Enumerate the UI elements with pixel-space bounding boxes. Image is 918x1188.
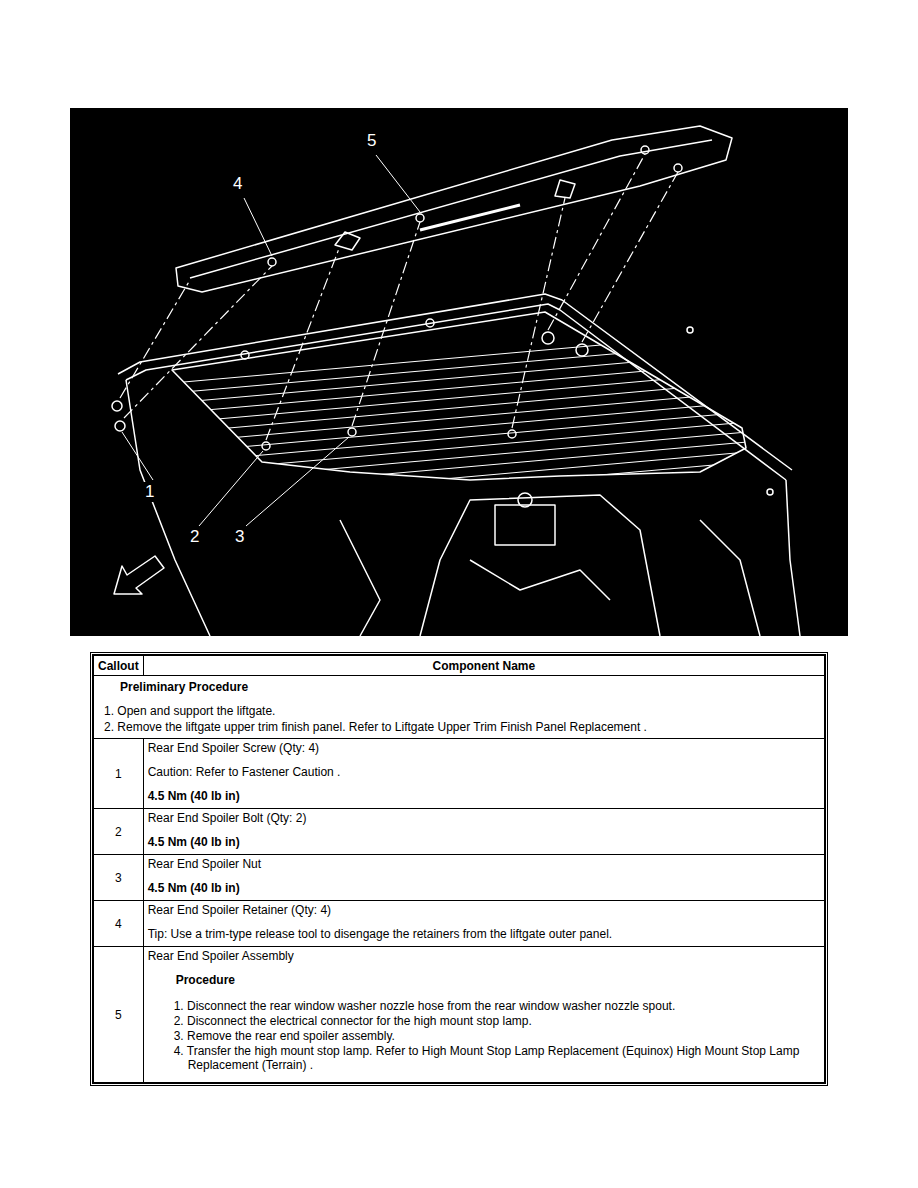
callout-number: 2	[98, 825, 139, 839]
screw	[115, 421, 125, 431]
table-text: Procedure	[148, 973, 820, 987]
screw	[576, 344, 588, 356]
callout-number: 3	[233, 527, 246, 547]
figure-ground	[70, 108, 848, 636]
table-text: 2. Remove the liftgate upper trim finish…	[98, 720, 820, 734]
table-text: Preliminary Procedure	[98, 680, 820, 694]
table-text: 2. Disconnect the electrical connector f…	[148, 1014, 820, 1028]
table-cell: Rear End Spoiler AssemblyProcedure 1. Dis…	[143, 947, 824, 1083]
rear-window	[172, 312, 746, 480]
inner-panel	[700, 520, 760, 636]
table-text: Caution: Refer to Fastener Caution .	[148, 765, 820, 779]
callout-number: 3	[98, 871, 139, 885]
table-cell: 1	[94, 739, 144, 809]
table-row: 4 Rear End Spoiler Retainer (Qty: 4) Tip: …	[94, 901, 825, 947]
defroster-lines	[150, 330, 770, 535]
hole	[426, 319, 434, 327]
table-text: Rear End Spoiler Screw (Qty: 4)	[148, 741, 820, 755]
hole	[767, 489, 773, 495]
table-text: Rear End Spoiler Retainer (Qty: 4)	[148, 903, 820, 917]
table-row: Preliminary Procedure 1. Open and support…	[94, 676, 825, 739]
spoiler-edge	[190, 140, 712, 278]
callout-number: 2	[188, 527, 201, 547]
table-cell: Rear End Spoiler Screw (Qty: 4) Caution: …	[143, 739, 824, 809]
front-arrow	[114, 556, 164, 594]
table-text: Component Name	[148, 659, 820, 673]
table-text: 4. Transfer the high mount stop lamp. Re…	[148, 1044, 820, 1072]
hole	[687, 327, 693, 333]
table-cell: 3	[94, 855, 144, 901]
component-table: Callout Component NamePreliminary Procedu…	[90, 652, 828, 1086]
table-text: Rear End Spoiler Nut	[148, 857, 820, 871]
table-row: 5 Rear End Spoiler AssemblyProcedure 1. Di…	[94, 947, 825, 1083]
wiper-motor	[470, 560, 610, 600]
table-text: 1. Disconnect the rear window washer noz…	[148, 999, 820, 1013]
table-cell: Rear End Spoiler Nut 4.5 Nm (40 lb in)	[143, 855, 824, 901]
inner-panel	[420, 495, 660, 636]
table-row: 1 Rear End Spoiler Screw (Qty: 4) Caution:…	[94, 739, 825, 809]
inner-panel	[340, 520, 380, 636]
latch	[495, 505, 555, 545]
liftgate-side	[786, 480, 800, 636]
table-text: 4.5 Nm (40 lb in)	[148, 835, 820, 849]
callout-number: 4	[231, 174, 244, 194]
table-cell: 2	[94, 809, 144, 855]
bolt	[508, 430, 516, 438]
retainer	[416, 214, 424, 222]
table-cell: 4	[94, 901, 144, 947]
table-cell: Component Name	[143, 656, 824, 676]
table-row: 3 Rear End Spoiler Nut 4.5 Nm (40 lb in)	[94, 855, 825, 901]
retainer	[268, 258, 276, 266]
washer-nozzle	[518, 493, 532, 507]
screw	[112, 401, 122, 411]
spoiler-clip	[335, 232, 360, 250]
spoiler-clip	[555, 180, 575, 198]
callout-number: 1	[143, 482, 156, 502]
table-cell: Rear End Spoiler Bolt (Qty: 2) 4.5 Nm (40…	[143, 809, 824, 855]
table-row: Callout Component Name	[94, 656, 825, 676]
table-text: Tip: Use a trim-type release tool to dis…	[148, 927, 820, 941]
hole	[241, 351, 249, 359]
nut	[348, 428, 356, 436]
spoiler-body	[176, 126, 732, 292]
screw	[542, 332, 554, 344]
callout-number: 4	[98, 917, 139, 931]
bolt	[262, 442, 270, 450]
table-cell: Callout	[94, 656, 144, 676]
table-text: 3. Remove the rear end spoiler assembly.	[148, 1029, 820, 1043]
table-text: Rear End Spoiler Assembly	[148, 949, 820, 963]
liftgate-side	[126, 380, 210, 636]
table-text: 4.5 Nm (40 lb in)	[148, 881, 820, 895]
table-cell: 5	[94, 947, 144, 1083]
liftgate-edge	[118, 294, 792, 470]
table-text: Callout	[98, 659, 139, 673]
assembly-lines	[120, 154, 678, 440]
retainer	[641, 146, 649, 154]
callout-number: 5	[365, 131, 378, 151]
retainer	[674, 164, 682, 172]
table-text: Rear End Spoiler Bolt (Qty: 2)	[148, 811, 820, 825]
callout-number: 5	[98, 1008, 139, 1022]
table-cell: Preliminary Procedure 1. Open and support…	[94, 676, 825, 739]
callout-number: 1	[98, 767, 139, 781]
table-cell: Rear End Spoiler Retainer (Qty: 4) Tip: U…	[143, 901, 824, 947]
table-text: 1. Open and support the liftgate.	[98, 704, 820, 718]
leader-lines	[122, 155, 420, 526]
table-grid: Callout Component NamePreliminary Procedu…	[93, 655, 825, 1083]
table-row: 2 Rear End Spoiler Bolt (Qty: 2) 4.5 Nm (4…	[94, 809, 825, 855]
liftgate-edge	[126, 304, 786, 480]
stop-lamp	[420, 205, 520, 230]
table-text: 4.5 Nm (40 lb in)	[148, 789, 820, 803]
